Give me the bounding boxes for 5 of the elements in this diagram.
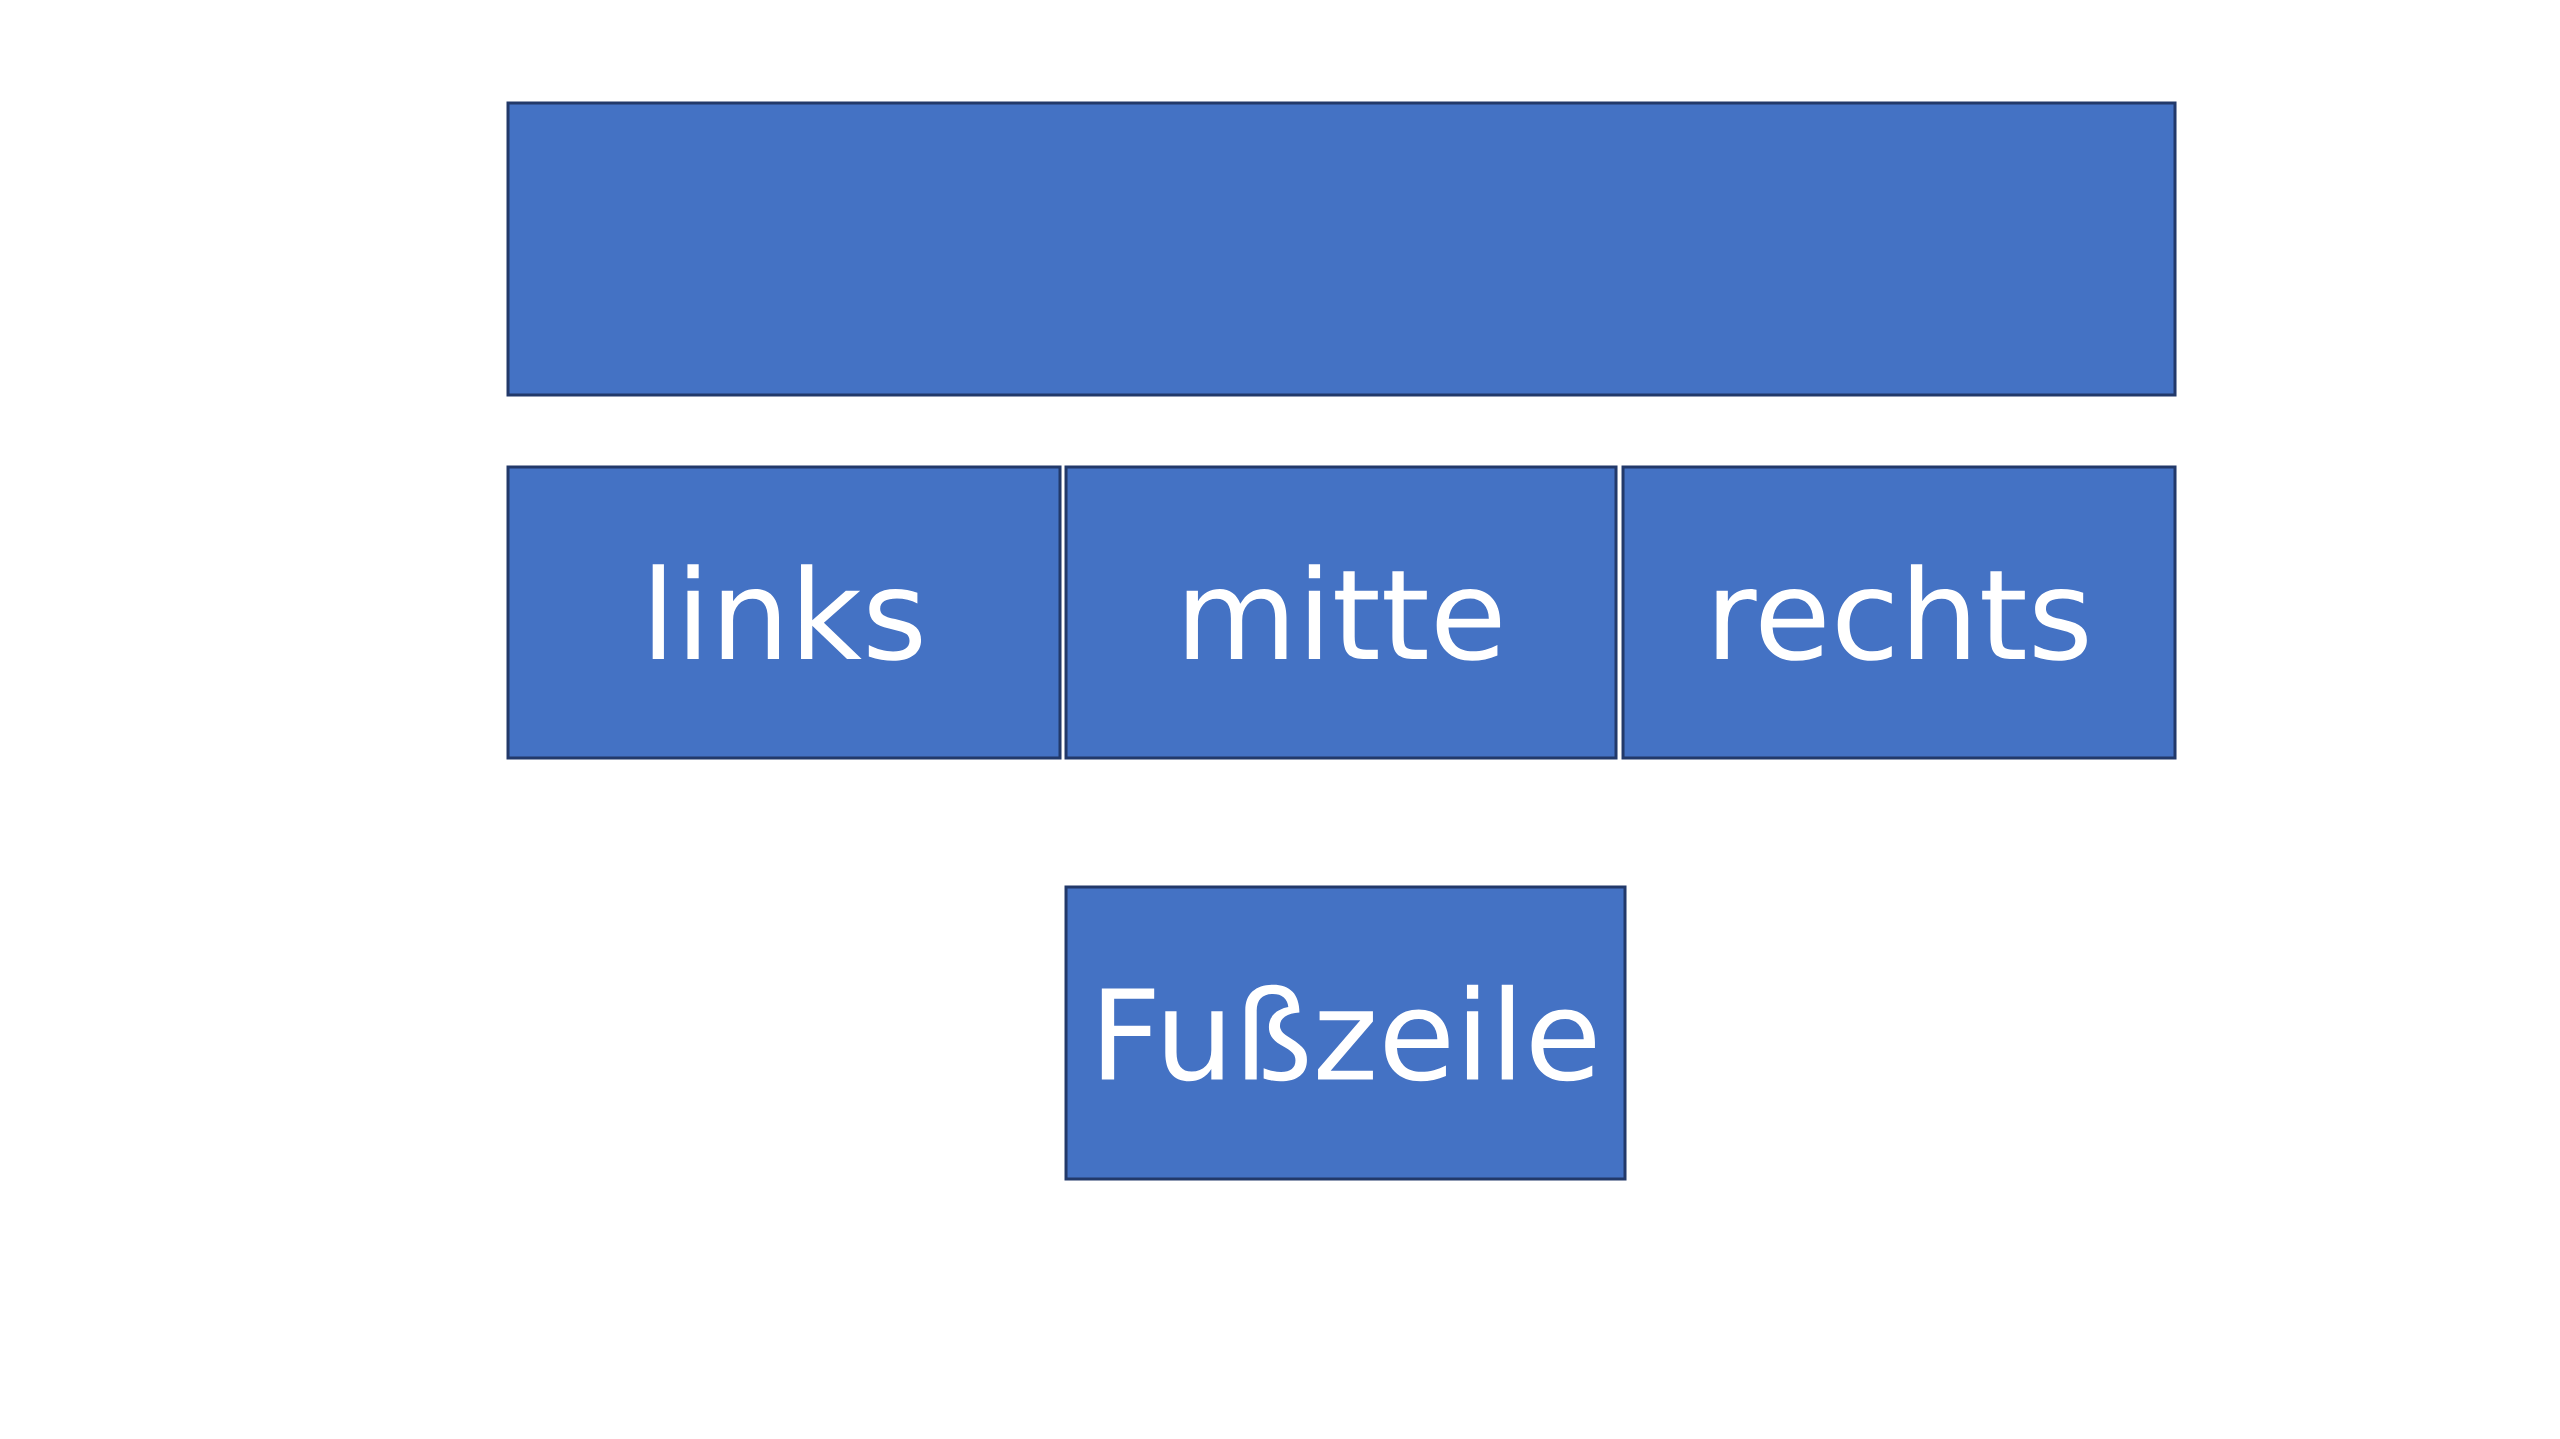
- label-box: links: [506, 465, 1062, 760]
- label-box: rechts: [1621, 465, 2177, 760]
- label-box: Fußzeile: [1064, 885, 1627, 1181]
- box: [506, 101, 2177, 397]
- label-box: mitte: [1064, 465, 1618, 760]
